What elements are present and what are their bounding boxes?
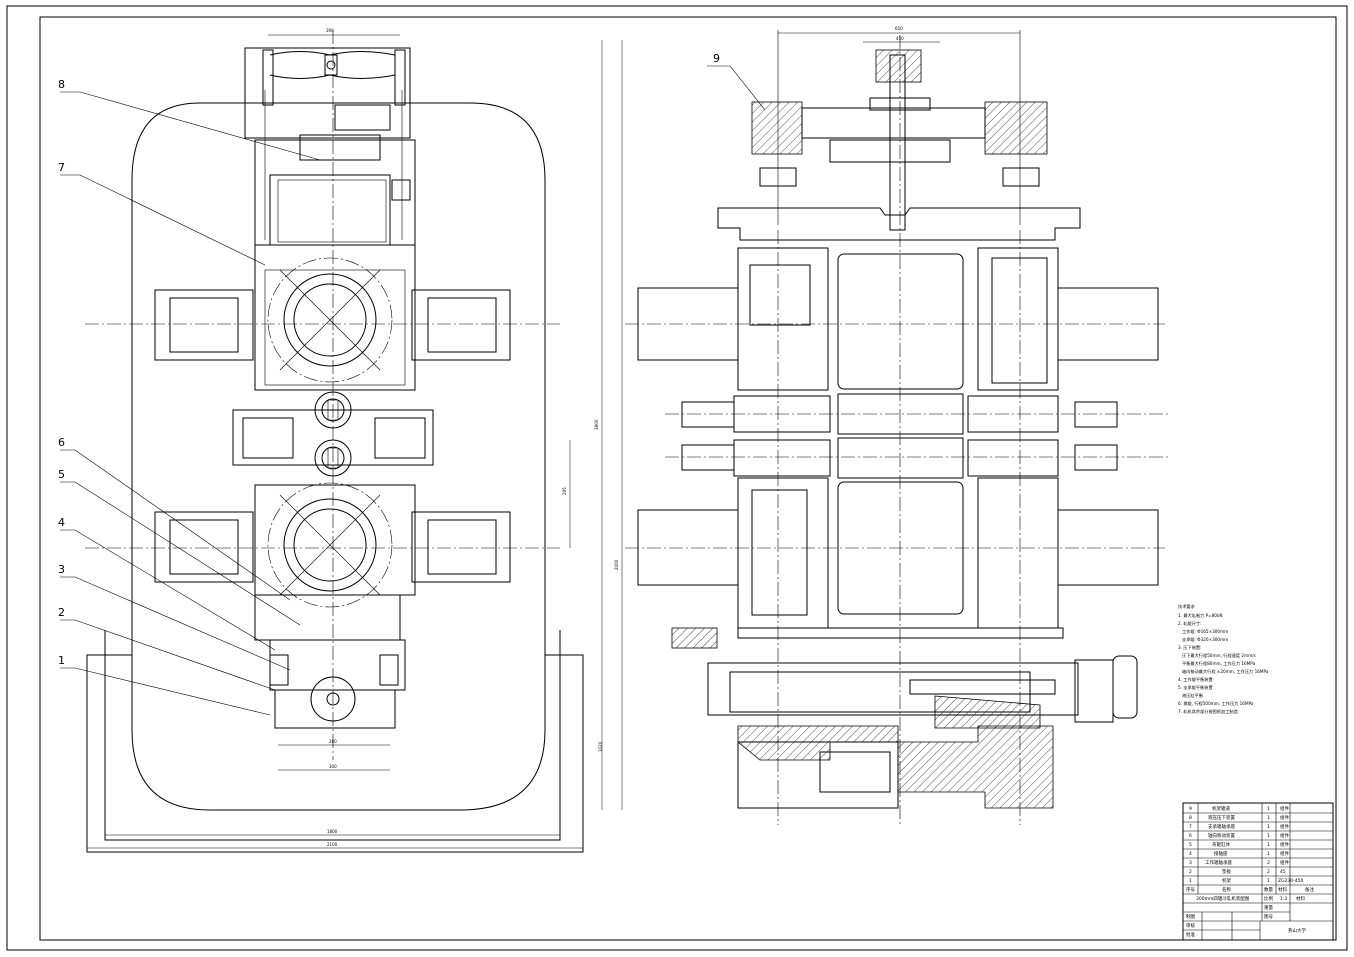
callout-9: 9 xyxy=(713,52,720,65)
approver-label: 批准 xyxy=(1186,931,1195,938)
sheet-label: 图号 xyxy=(1264,914,1273,920)
tech-req-title: 技术要求 xyxy=(1178,603,1196,610)
part-no: 4 xyxy=(1189,851,1192,857)
callout-8: 8 xyxy=(58,78,65,91)
part-note: 组件 xyxy=(1280,850,1289,857)
part-qty: 1 xyxy=(1267,815,1270,821)
part-name: 工作辊轴承座 xyxy=(1205,859,1232,866)
part-name: 垫板 xyxy=(1222,868,1231,875)
designer-label: 制图 xyxy=(1186,913,1195,920)
part-no: 9 xyxy=(1189,806,1192,812)
header-no: 序号 xyxy=(1186,886,1195,893)
tech-req-item: 液压缸平衡 xyxy=(1182,692,1203,699)
dim-front-overall-height: 3800 xyxy=(594,419,599,430)
part-name: 接轴座 xyxy=(1214,850,1228,857)
part-qty: 2 xyxy=(1267,869,1270,875)
tech-req-item: 支承辊: Φ320×300mm xyxy=(1182,636,1228,643)
callout-5: 5 xyxy=(58,468,65,481)
part-note: 组件 xyxy=(1280,805,1289,812)
part-note: 组件 xyxy=(1280,814,1289,821)
part-note: 组件 xyxy=(1280,823,1289,830)
part-name: 机架辊道 xyxy=(1212,805,1230,812)
tech-req-item: 平衡最大行程80mm, 工作压力 16MPa xyxy=(1182,660,1256,667)
part-name: 液压压下装置 xyxy=(1208,814,1235,821)
part-no: 3 xyxy=(1189,860,1192,866)
part-qty: 2 xyxy=(1267,860,1270,866)
scale-value: 1:3 xyxy=(1280,896,1287,902)
title-block: 9 机架辊道 1 组件 8 液压压下装置 1 组件 7 支承辊轴承座 1 组件 … xyxy=(1182,802,1334,941)
part-qty: 1 xyxy=(1267,824,1270,830)
part-qty: 1 xyxy=(1267,842,1270,848)
part-note: 组件 xyxy=(1280,832,1289,839)
checker-label: 审核 xyxy=(1186,922,1195,929)
front-view: 390 3800 295 2000 1020 280 300 1800 2100… xyxy=(58,28,766,853)
scale-label: 比例 xyxy=(1264,895,1273,902)
weight-label: 重量 xyxy=(1264,904,1273,911)
part-no: 5 xyxy=(1189,842,1192,848)
callout-3: 3 xyxy=(58,563,65,576)
part-qty: 1 xyxy=(1267,833,1270,839)
outer-border xyxy=(6,5,1348,951)
part-qty: 1 xyxy=(1267,851,1270,857)
dim-front-base-outer: 300 xyxy=(329,764,337,769)
material-label: 材料 xyxy=(1296,895,1305,902)
header-qty: 数量 xyxy=(1264,886,1273,893)
tech-req-item: 2. 轧辊尺寸: xyxy=(1178,620,1202,627)
part-note: 组件 xyxy=(1280,859,1289,866)
part-name: 弯辊缸体 xyxy=(1212,841,1230,848)
housing-window xyxy=(86,102,584,853)
part-no: 7 xyxy=(1189,824,1192,830)
part-qty: 1 xyxy=(1267,878,1270,884)
side-view: 650 450 xyxy=(625,26,1170,825)
dim-front-roll-center: 295 xyxy=(562,487,567,495)
dim-front-frame-inner-width: 1800 xyxy=(327,829,338,834)
part-qty: 1 xyxy=(1267,806,1270,812)
callout-2: 2 xyxy=(58,606,65,619)
dim-front-top-width: 390 xyxy=(326,28,334,33)
header-material: 材料 xyxy=(1278,886,1287,893)
part-name: 轴向移动装置 xyxy=(1208,832,1235,839)
technical-requirements: 技术要求 1. 最大轧制力 P=80kN 2. 轧辊尺寸: 工作辊: Φ165×… xyxy=(1178,603,1269,715)
school-name: 燕山大学 xyxy=(1288,927,1306,934)
part-no: 2 xyxy=(1189,869,1192,875)
tech-req-item: 轴向移动最大行程 ±20mm, 工作压力 16MPa xyxy=(1182,668,1269,675)
tech-req-item: 6. 换辊, 行程500mm, 工作压力 16MPa xyxy=(1178,700,1254,707)
housing-outer-lower xyxy=(104,630,561,841)
part-no: 1 xyxy=(1189,878,1192,884)
dim-side-top-width: 650 xyxy=(895,26,903,31)
callout-1: 1 xyxy=(58,654,65,667)
tech-req-item: 5. 支承辊平衡装置 xyxy=(1178,684,1213,691)
callout-7: 7 xyxy=(58,161,65,174)
part-name: 支承辊轴承座 xyxy=(1208,823,1235,830)
part-note: ZG230-450 xyxy=(1278,878,1304,884)
callout-6: 6 xyxy=(58,436,65,449)
dim-front-mid-height: 2000 xyxy=(614,559,619,570)
part-no: 6 xyxy=(1189,833,1192,839)
dim-front-base-inner: 280 xyxy=(329,739,337,744)
part-note: 45 xyxy=(1280,869,1286,875)
dim-front-lower-height: 1020 xyxy=(598,741,603,752)
inner-border xyxy=(39,16,1337,941)
drawing-name: 300mm四辊冷轧机装配图 xyxy=(1196,895,1250,902)
dim-front-frame-outer-width: 2100 xyxy=(327,842,338,847)
tech-req-item: 1. 最大轧制力 P=80kN xyxy=(1178,612,1223,619)
part-note: 组件 xyxy=(1280,841,1289,848)
tech-req-item: 工作辊: Φ165×300mm xyxy=(1182,628,1228,635)
part-name: 机架 xyxy=(1222,877,1231,884)
tech-req-item: 4. 工作辊平衡装置 xyxy=(1178,676,1213,683)
tech-req-item: 压下最大行程50mm, 行程速度 2mm/s xyxy=(1182,652,1256,659)
callout-4: 4 xyxy=(58,516,65,529)
part-no: 8 xyxy=(1189,815,1192,821)
header-note: 备注 xyxy=(1305,886,1314,893)
tech-req-item: 3. 压下装置: xyxy=(1178,644,1202,651)
header-name: 名称 xyxy=(1222,886,1231,893)
tech-req-item: 7. 轧机其余部分按图纸加工制造 xyxy=(1178,708,1239,715)
